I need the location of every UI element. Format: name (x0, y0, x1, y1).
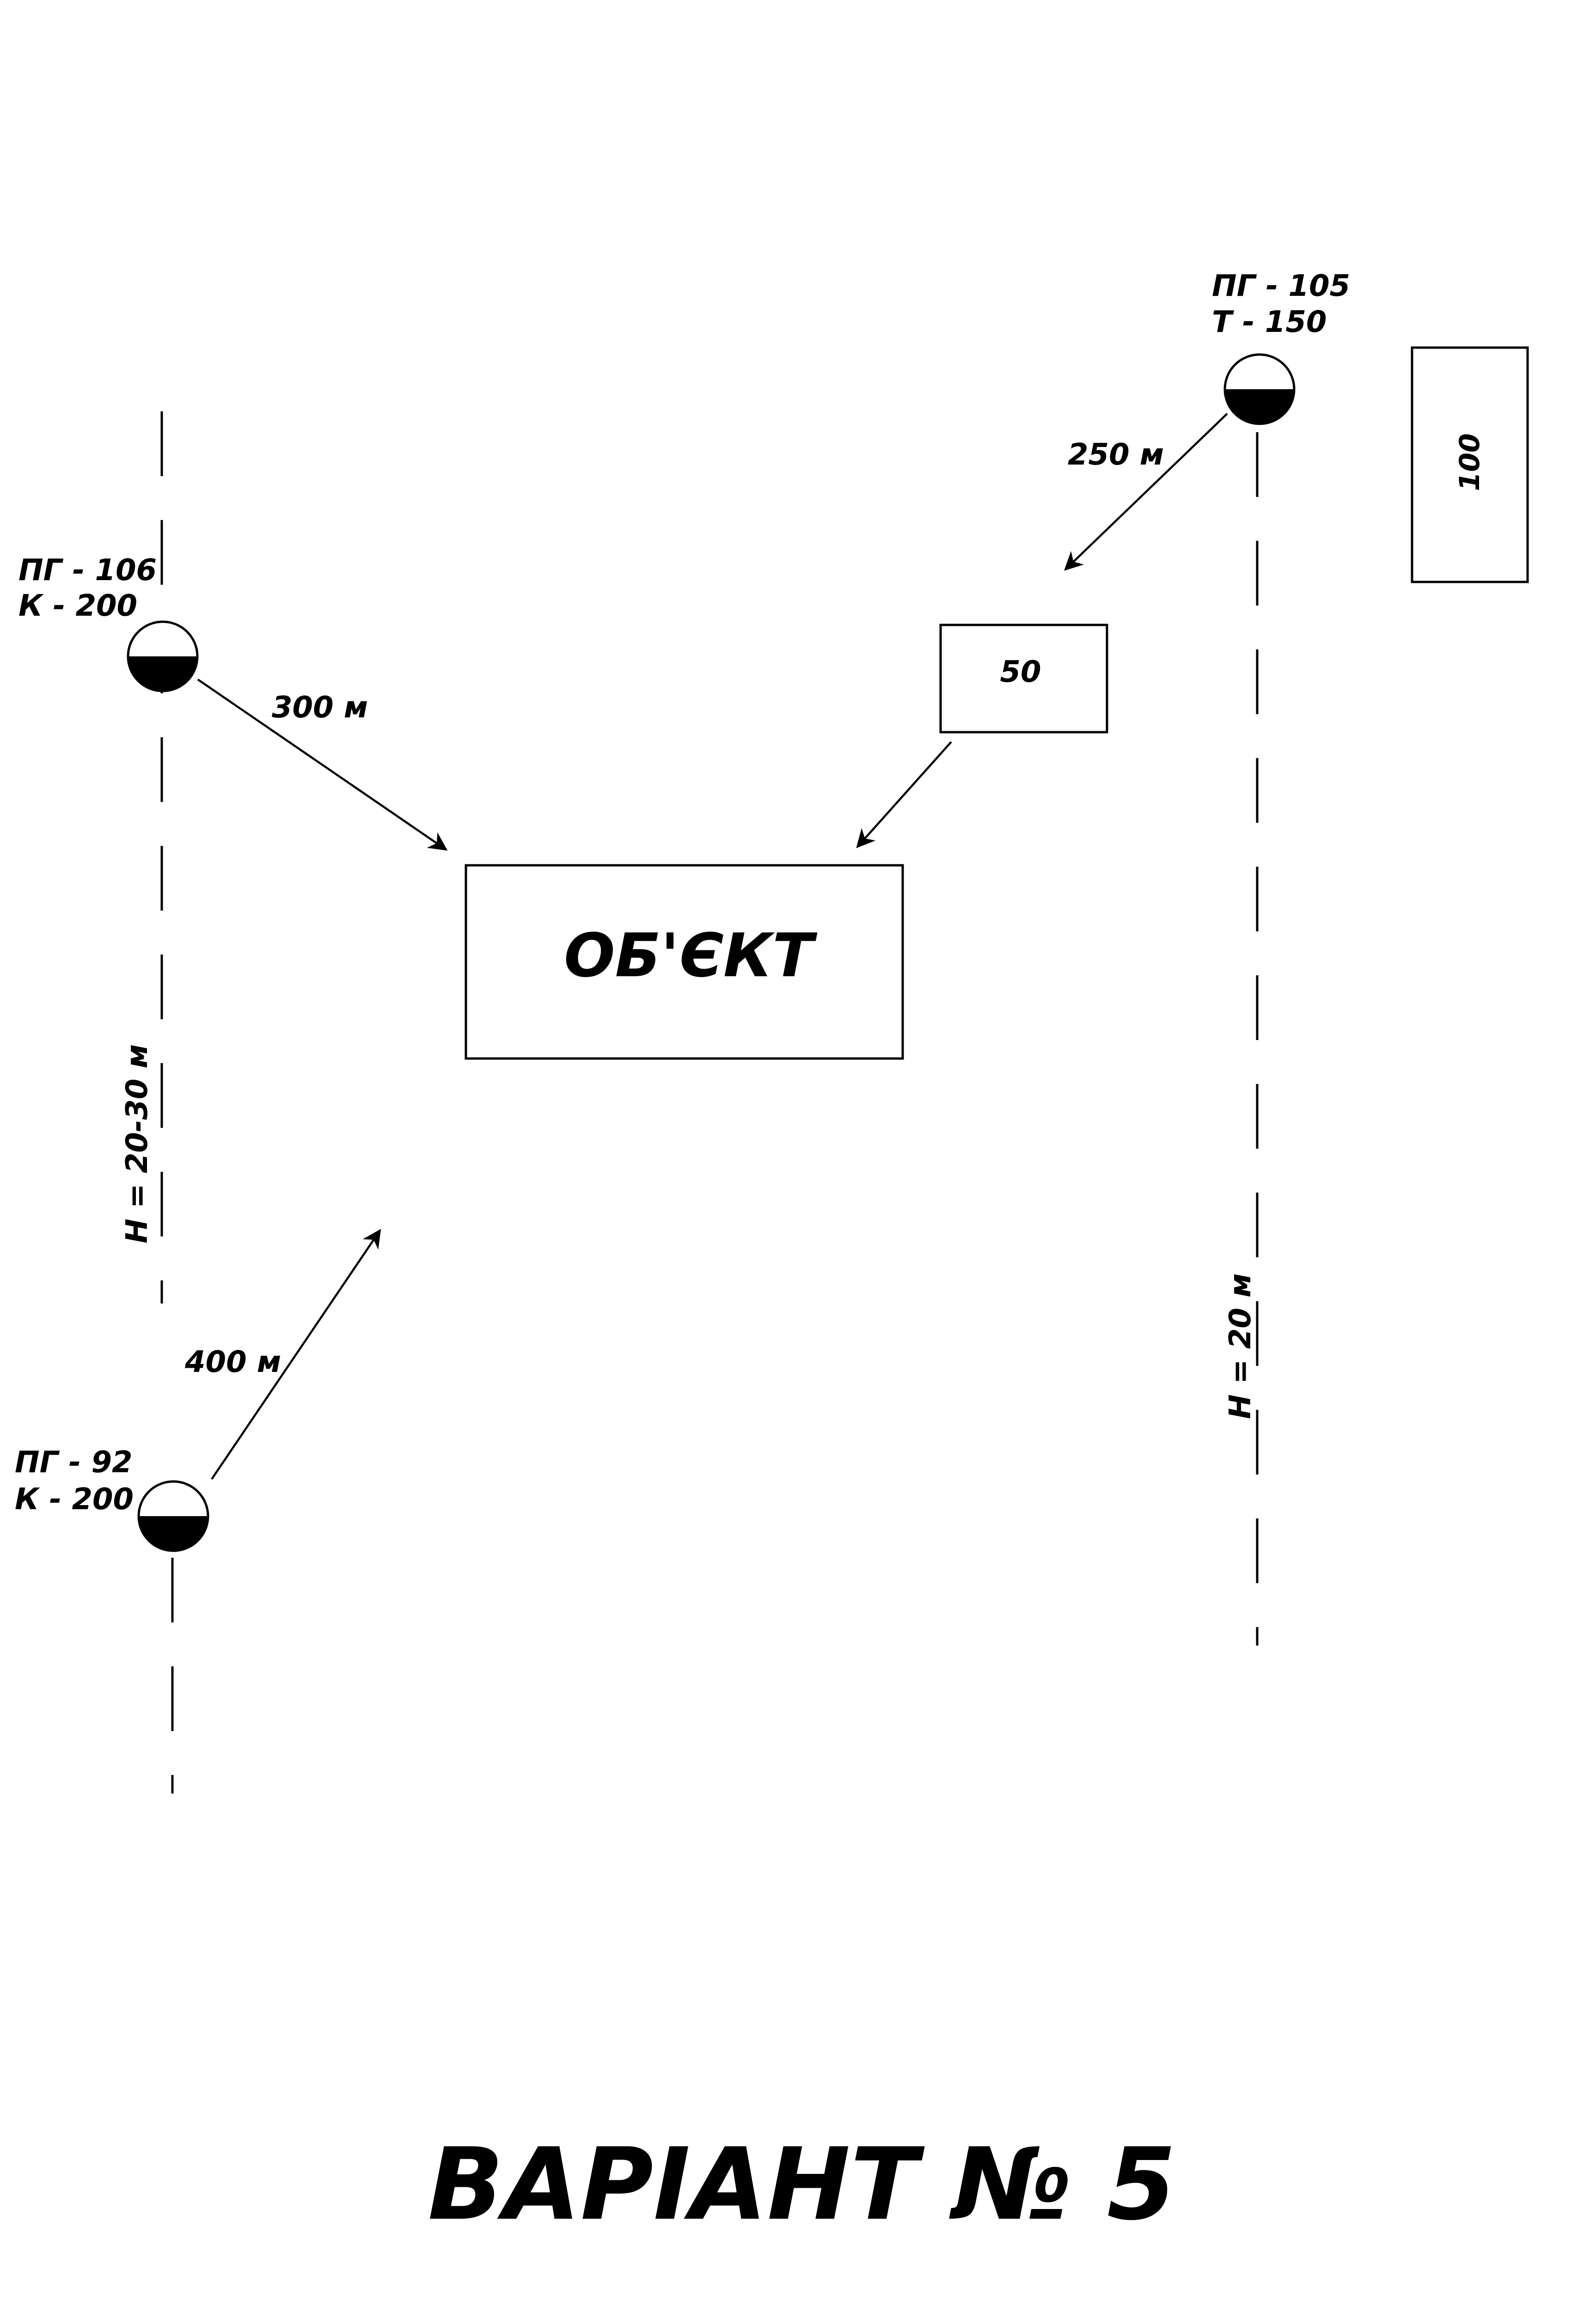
tank-50 (939, 624, 1108, 734)
hydrant-pg106 (127, 620, 199, 692)
distance-pg106-label: 300 м (272, 691, 368, 725)
object-building (465, 864, 904, 1060)
hydrant-pg92-name: ПГ - 92 (15, 1445, 133, 1480)
left-water-main-label: H = 20-30 м (120, 1044, 154, 1243)
arrow-pg106-to-object (197, 679, 448, 851)
hydrant-pg92 (137, 1480, 209, 1552)
hydrant-pg105 (1223, 353, 1296, 425)
arrow-pg92-to-object (211, 1229, 381, 1480)
hydrant-pg105-spec: Т - 150 (1212, 305, 1327, 339)
hydrant-pg106-name: ПГ - 106 (18, 553, 157, 587)
distance-pg105-label: 250 м (1068, 438, 1164, 472)
right-water-main-label: H = 20 м (1223, 1273, 1258, 1419)
tank-100 (1411, 346, 1529, 583)
variant-title: ВАРІАНТ № 5 (428, 2126, 1176, 2242)
tank-50-label: 50 (1000, 655, 1041, 689)
distance-pg92-label: 400 м (184, 1345, 281, 1379)
object-label: ОБ'ЄКТ (564, 920, 818, 991)
hydrant-pg106-spec: К - 200 (18, 589, 137, 623)
arrow-pg105-to-tank50 (1064, 413, 1228, 571)
arrow-tank50-to-object (856, 741, 952, 849)
hydrant-pg105-name: ПГ - 105 (1212, 269, 1350, 303)
hydrant-pg92-spec: К - 200 (15, 1482, 134, 1517)
tank-100-label: 100 (1454, 433, 1486, 491)
